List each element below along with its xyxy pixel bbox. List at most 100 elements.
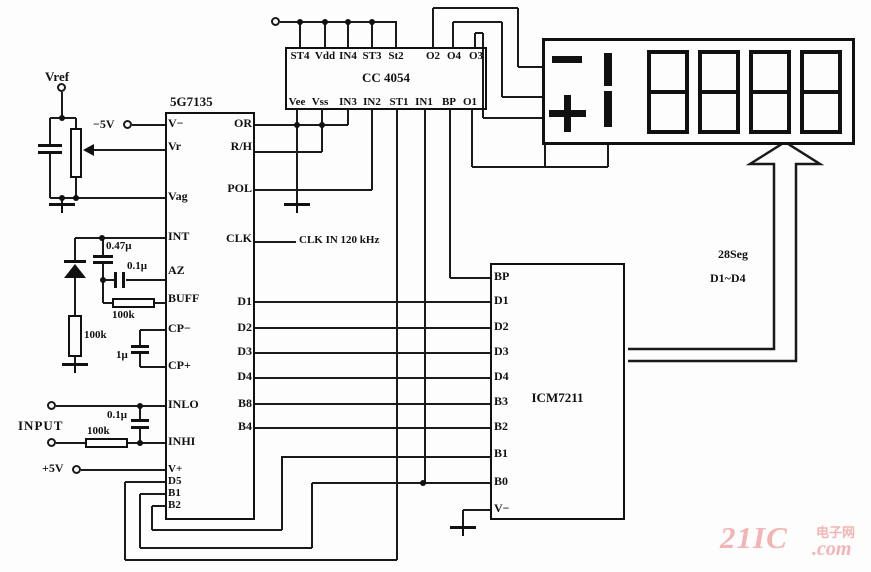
wire [450,277,490,279]
junction-dot [297,19,303,25]
ground-icon [462,529,464,536]
capacitor-value: 0.47μ [106,240,132,252]
pin-label: B1 [494,446,509,460]
ground-icon [61,206,63,213]
ground-icon [296,206,298,213]
junction-dot [73,195,79,201]
wire [74,238,76,262]
wire [371,22,373,47]
wire [139,494,141,548]
pin-label: V+ [168,463,183,475]
half-digit-segment [604,91,612,127]
seven-segment-digit [698,50,740,134]
wire [75,118,77,128]
wire [371,110,373,190]
wire [152,529,282,531]
capacitor-1u [131,345,149,348]
junction-dot [99,235,105,241]
wire [544,144,546,167]
chip-name-icm7211: ICM7211 [531,390,584,405]
junction-dot [319,122,325,128]
capacitor-01u-az [122,272,125,288]
capacitor-value: 0.1μ [127,260,147,272]
pin-label: INT [168,229,190,243]
wire [462,510,464,526]
minus-segment [552,56,582,63]
wire [49,153,51,198]
wire [132,124,165,126]
pin-label: Vdd [314,50,336,62]
pin-label: INLO [168,397,199,411]
pin-label: INHI [168,434,196,448]
pin-label: Vag [168,189,188,203]
pin-label: D1 [494,293,509,307]
pin-label: O4 [446,50,462,62]
pin-label: D5 [168,475,182,487]
wire [75,237,165,239]
pin-label: D3 [494,344,509,358]
wire [50,197,165,199]
resistor-100k-vertical [68,315,82,357]
wire [281,456,283,530]
potentiometer [70,128,82,178]
resistor-value: 100k [112,309,135,321]
pin-label: POL [227,181,252,195]
diode-icon [64,264,86,278]
pin-label: D1 [237,294,252,308]
wire [463,509,490,511]
wire [474,33,476,47]
vref-label: Vref [45,69,70,84]
junction-dot [100,277,106,283]
pin-label: BP [494,269,510,283]
pin-label: OR [234,116,252,130]
pin-label: IN3 [339,96,357,108]
pin-label: V− [168,116,184,130]
resistor-100k-input [85,438,128,448]
pin-label: ST4 [290,50,310,62]
wire [296,110,298,203]
wire [255,124,348,126]
wire [432,8,434,47]
pin-label: CP+ [168,358,191,372]
wire [152,505,165,507]
wire [103,279,114,281]
wire [61,198,63,204]
wire [102,263,104,280]
wire [74,278,76,315]
junction-dot [59,195,65,201]
pin-label: R/H [230,139,252,153]
pin-label: AZ [168,263,185,277]
wire [347,110,349,125]
resistor-value: 100k [87,425,110,437]
wire [74,357,76,363]
pin-label: O3 [468,50,484,62]
chip-5g7135 [165,112,255,520]
pin-label: IN4 [339,50,357,62]
pin-label: BP [441,96,457,108]
pin-label: V− [494,501,510,515]
wire [449,110,451,278]
wire [255,427,490,429]
wire [139,429,141,443]
wire [483,117,542,119]
ground-icon [284,203,310,206]
wire [102,280,104,303]
junction-dot [137,403,143,409]
wire [453,21,502,23]
input-terminal-low [47,438,56,447]
wire [324,22,326,47]
capacitor-vref [38,151,62,154]
wire [607,144,609,167]
pin-label: B0 [494,474,509,488]
wire [139,406,141,419]
wire [424,110,426,483]
wire [151,506,153,530]
digit-range-annotation: D1~D4 [710,271,746,285]
pin-label: B4 [237,419,252,433]
input-terminal-high [47,401,56,410]
capacitor-value: 0.1μ [107,409,127,421]
junction-dot [322,19,328,25]
wire [321,110,323,152]
wire [126,279,165,281]
junction-dot [294,122,300,128]
